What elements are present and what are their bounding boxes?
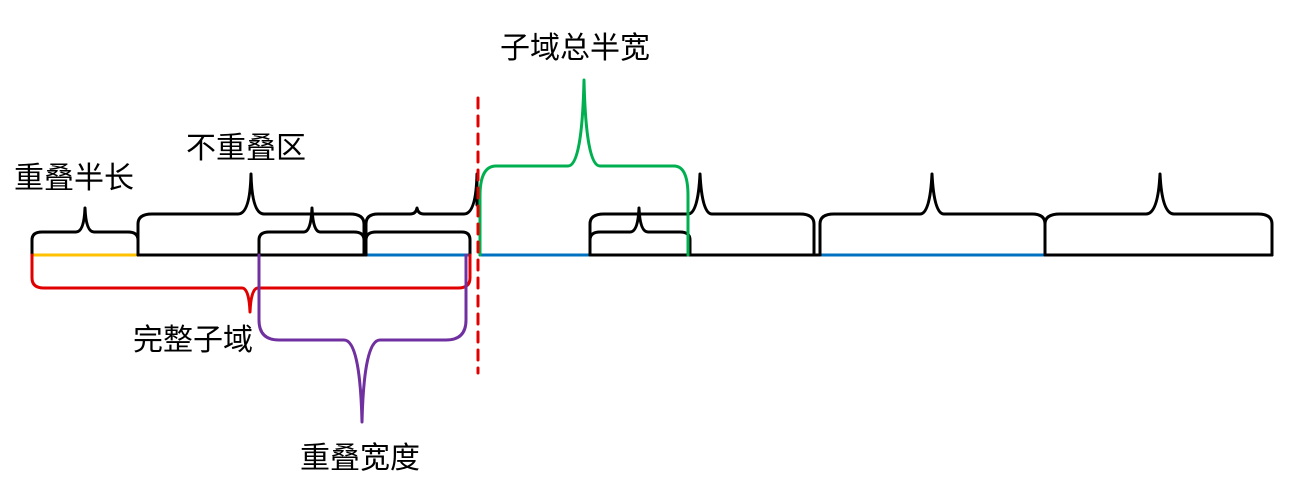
non-overlap-region-label: 不重叠区 (186, 131, 306, 166)
black-bracket-right-1 (818, 172, 1047, 257)
subdomain-total-half-width-label: 子域总半宽 (500, 31, 650, 66)
small-overlap-bracket-2 (364, 230, 472, 257)
overlap-width-label: 重叠宽度 (300, 441, 420, 476)
black-bracket-after-divider-long (588, 172, 816, 257)
overlap-half-length-label: 重叠半长 (14, 161, 134, 196)
black-bracket-after-divider-short (588, 206, 692, 257)
small-overlap-bracket-1 (257, 206, 366, 257)
black-bracket-before-divider (364, 172, 479, 257)
non-overlap-region-bracket (136, 172, 366, 257)
black-bracket-right-2 (1043, 172, 1274, 257)
subdomain-total-half-width-bracket (478, 78, 690, 257)
complete-subdomain-label: 完整子域 (133, 323, 253, 358)
overlap-width-bracket (257, 253, 468, 424)
overlap-half-length-bracket (30, 206, 140, 257)
complete-subdomain-bracket (30, 253, 472, 314)
